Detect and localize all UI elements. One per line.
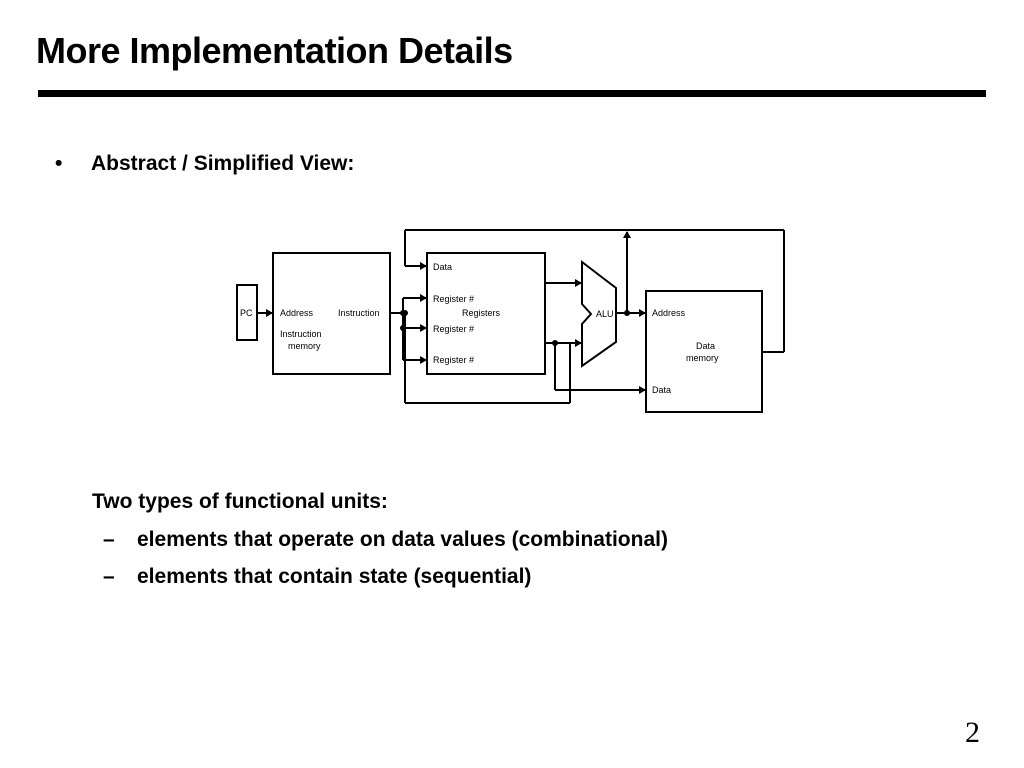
list-item: – elements that contain state (sequentia… (103, 565, 668, 602)
functional-units-list: – elements that operate on data values (… (103, 528, 668, 602)
dash-icon: – (103, 528, 115, 551)
registers-box (426, 252, 546, 375)
slide-title: More Implementation Details (36, 30, 513, 71)
title-rule (38, 90, 986, 97)
list-item: – elements that operate on data values (… (103, 528, 668, 565)
bullet-item: • Abstract / Simplified View: (55, 152, 354, 176)
imem-name-line1: Instruction (280, 329, 322, 339)
page-number: 2 (965, 716, 980, 749)
dash-icon: – (103, 565, 115, 588)
datapath-diagram: PC Address Instruction Instruction memor… (236, 229, 785, 413)
dmem-name-line1: Data (696, 341, 715, 351)
list-item-text: elements that contain state (sequential) (137, 565, 532, 588)
dmem-name-line2: memory (686, 353, 719, 363)
reg-data-label: Data (433, 262, 452, 272)
bullet-icon: • (55, 152, 63, 175)
reg-name-label: Registers (462, 308, 501, 318)
reg-num-label-3: Register # (433, 355, 474, 365)
pc-label: PC (240, 308, 253, 318)
alu-label: ALU (596, 309, 614, 319)
bullet-text: Abstract / Simplified View: (91, 152, 355, 175)
dmem-data-label: Data (652, 385, 671, 395)
functional-units-heading: Two types of functional units: (92, 490, 388, 513)
imem-instruction-label: Instruction (338, 308, 380, 318)
dmem-address-label: Address (652, 308, 686, 318)
reg-num-label-1: Register # (433, 294, 474, 304)
imem-name-line2: memory (288, 341, 321, 351)
reg-num-label-2: Register # (433, 324, 474, 334)
imem-address-label: Address (280, 308, 314, 318)
list-item-text: elements that operate on data values (co… (137, 528, 668, 551)
alu-shape (581, 259, 617, 368)
